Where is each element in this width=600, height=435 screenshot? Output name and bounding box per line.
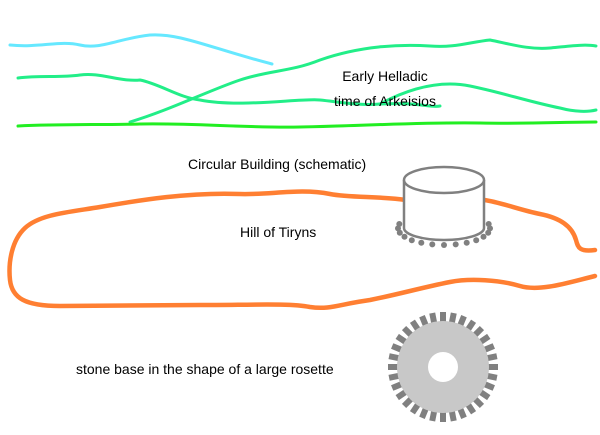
building-stone xyxy=(429,241,436,248)
rosette-tooth xyxy=(419,315,429,327)
rosette-tooth xyxy=(388,372,400,381)
rosette-tooth xyxy=(465,402,477,415)
rosette-tooth xyxy=(401,325,414,338)
rosette-tooth xyxy=(401,396,414,409)
era-label: Early Helladic time of Arkeisios xyxy=(300,64,470,114)
rosette-tooth xyxy=(391,343,403,353)
rosette-tooth xyxy=(483,343,495,353)
rosette-tooth xyxy=(457,407,467,419)
rosette-tooth xyxy=(419,407,429,419)
rosette-tooth xyxy=(486,353,498,362)
building-stone xyxy=(401,233,408,240)
circular-building xyxy=(395,165,493,248)
rosette-stone-base xyxy=(388,312,498,422)
rosette-tooth xyxy=(409,319,421,332)
stone-base-label: stone base in the shape of a large roset… xyxy=(76,361,334,377)
far-mountain-line xyxy=(8,33,274,66)
rosette-tooth xyxy=(409,402,421,415)
building-base-stones xyxy=(395,221,493,248)
rosette-tooth xyxy=(429,410,438,422)
rosette-tooth xyxy=(395,333,408,345)
hill-of-tiryns-outline xyxy=(7,189,598,310)
building-stone xyxy=(463,239,470,246)
rosette-tooth xyxy=(388,353,400,362)
building-stone xyxy=(418,239,425,246)
building-stone xyxy=(480,233,487,240)
upper-hill-line xyxy=(128,38,598,124)
rosette-tooth xyxy=(388,364,398,370)
rosette-tooth xyxy=(488,364,498,370)
rosette-tooth xyxy=(448,312,457,324)
building-stone xyxy=(408,237,415,244)
ground-line xyxy=(16,120,598,129)
rosette-tooth xyxy=(457,315,467,327)
rosette-tooth xyxy=(429,312,438,324)
era-label-line2: time of Arkeisios xyxy=(334,93,436,109)
rosette-tooth xyxy=(440,312,446,322)
lower-hill-line xyxy=(378,82,598,113)
building-stone xyxy=(473,237,480,244)
rosette-tooth xyxy=(448,410,457,422)
rosette-tooth xyxy=(472,325,485,338)
rosette-tooth xyxy=(395,389,408,401)
rosette-tooth xyxy=(478,389,491,401)
building-stone xyxy=(485,221,492,227)
hill-label: Hill of Tiryns xyxy=(240,224,317,240)
hill-of-tiryns-outline-right xyxy=(481,197,598,253)
circular-building-label: Circular Building (schematic) xyxy=(188,156,367,172)
building-stone xyxy=(441,242,447,248)
rosette-tooth xyxy=(465,319,477,332)
rosette-teeth xyxy=(388,312,498,422)
building-stone xyxy=(452,241,459,248)
rosette-tooth xyxy=(472,396,485,409)
rosette-tooth xyxy=(483,381,495,391)
rosette-tooth xyxy=(478,333,491,345)
building-stone xyxy=(396,229,403,236)
rosette-tooth xyxy=(440,412,446,422)
rosette-tooth xyxy=(391,381,403,391)
rosette-tooth xyxy=(486,372,498,381)
era-label-line1: Early Helladic xyxy=(342,68,428,84)
